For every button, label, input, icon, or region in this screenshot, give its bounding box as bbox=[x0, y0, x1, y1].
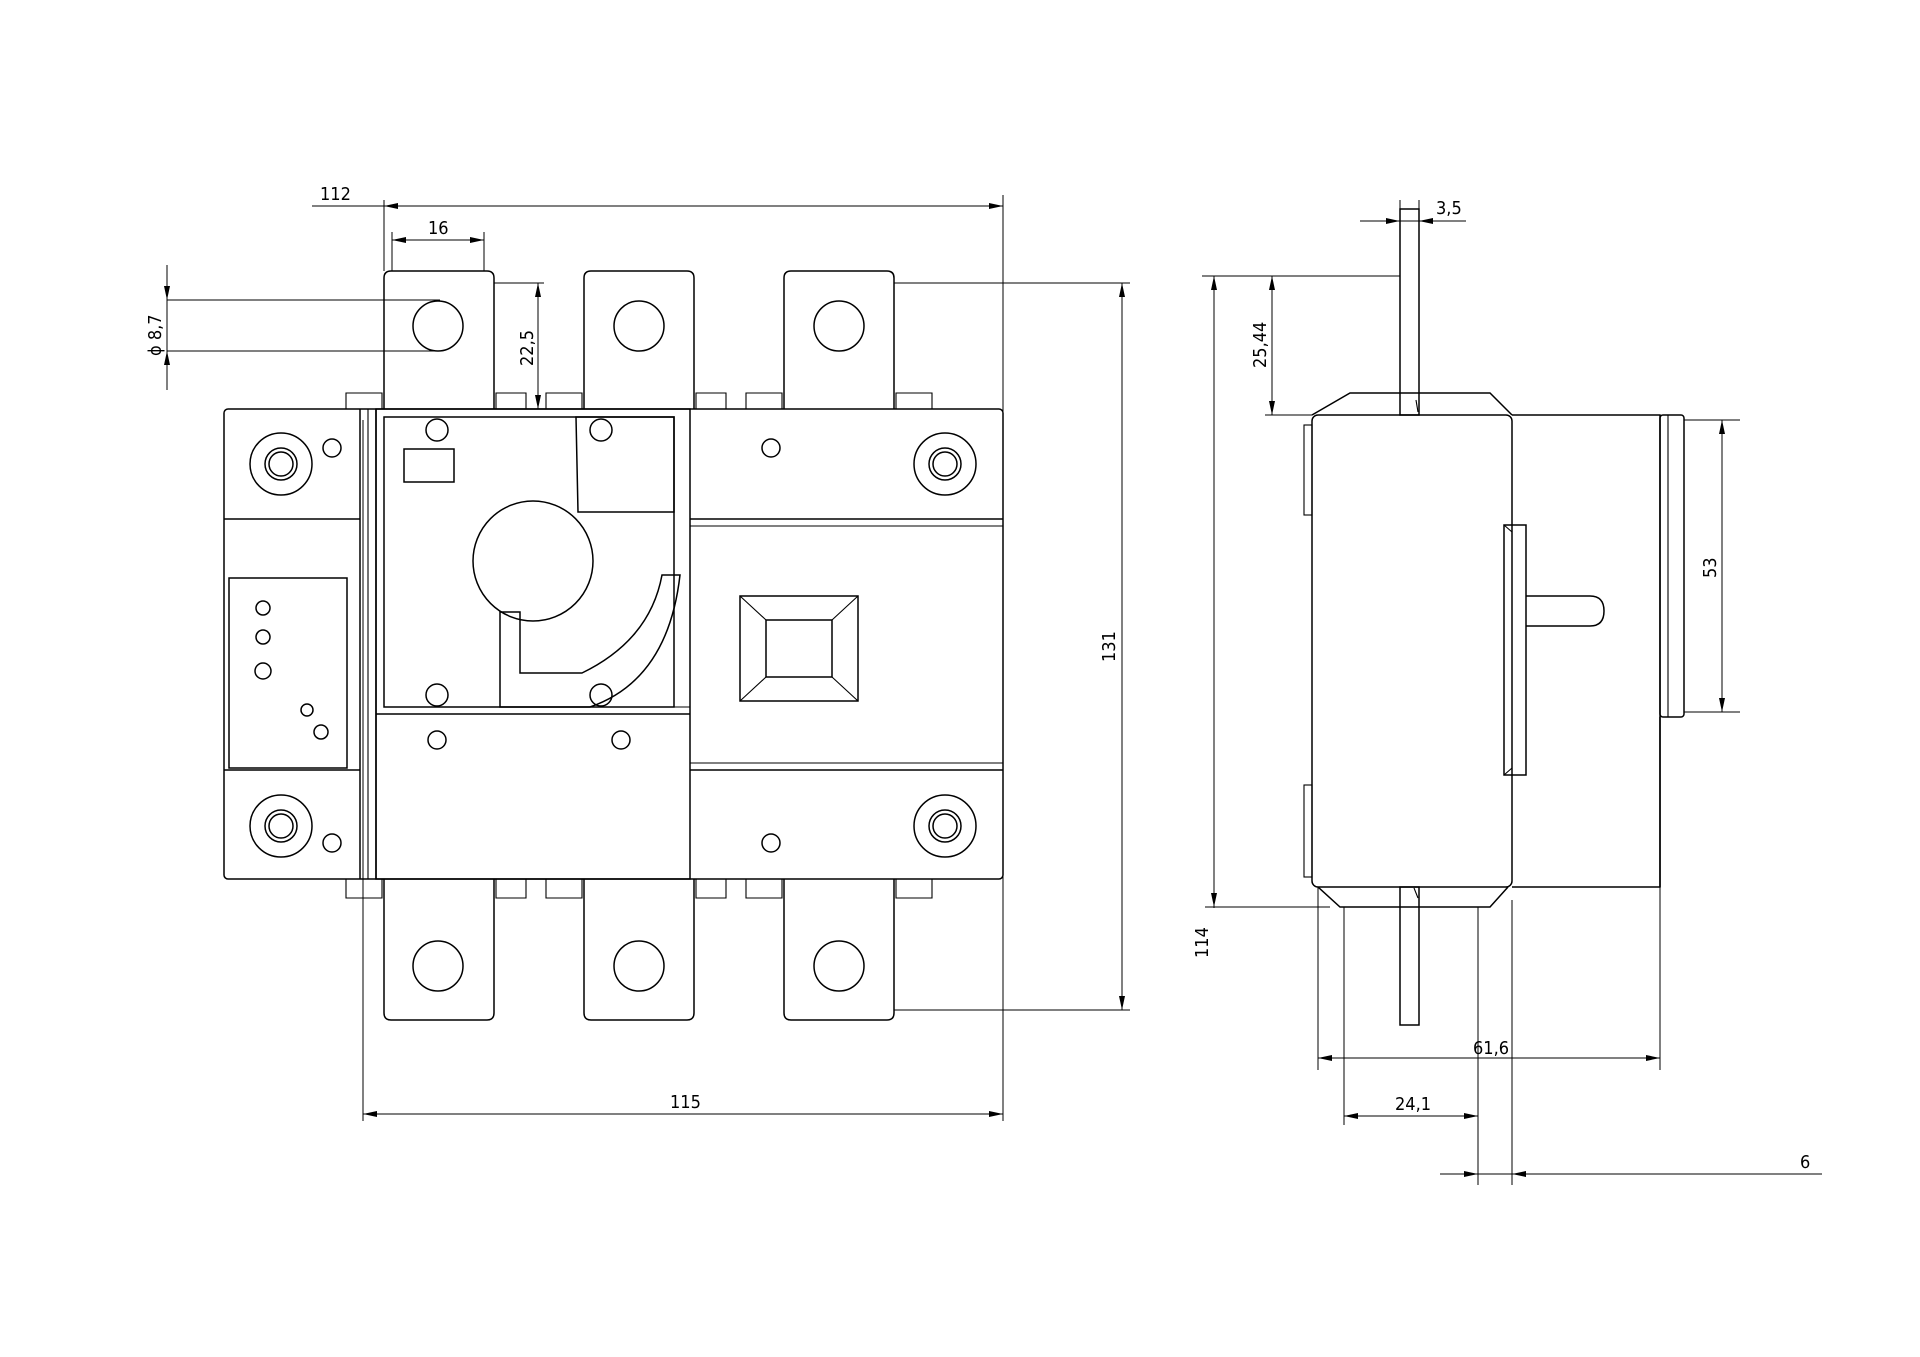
mounting-hole bbox=[913, 432, 977, 496]
handle-plate bbox=[383, 416, 675, 708]
bottom-terminals bbox=[345, 879, 933, 1021]
side-body bbox=[1311, 414, 1513, 888]
dim-114-label: 114 bbox=[1192, 927, 1213, 958]
lock-tag bbox=[403, 448, 455, 483]
dim-114: 114 bbox=[1192, 276, 1330, 958]
dim-3-5: 3,5 bbox=[1360, 198, 1466, 230]
dim-115-label: 115 bbox=[670, 1092, 701, 1113]
side-shaft-plate bbox=[1503, 524, 1527, 776]
dim-53-label: 53 bbox=[1700, 557, 1721, 578]
dim-24-1-label: 24,1 bbox=[1395, 1094, 1431, 1115]
dim-25-44-label: 25,44 bbox=[1250, 322, 1271, 368]
dim-131: 131 bbox=[894, 282, 1130, 1011]
front-view: 112 16 ϕ 8,7 22,5 bbox=[145, 184, 1130, 1121]
rotary-knob bbox=[472, 500, 594, 622]
side-terminal-bottom bbox=[1399, 886, 1420, 1026]
side-terminal-top bbox=[1399, 208, 1420, 416]
side-cover bbox=[1659, 414, 1685, 718]
dim-115: 115 bbox=[362, 420, 1003, 1121]
dim-61-6-label: 61,6 bbox=[1473, 1038, 1509, 1059]
dim-6: 6 bbox=[1440, 900, 1822, 1185]
dim-112-label: 112 bbox=[320, 184, 351, 205]
dim-22-5-label: 22,5 bbox=[517, 330, 538, 366]
dim-16: 16 bbox=[391, 218, 485, 271]
dim-22-5: 22,5 bbox=[494, 282, 544, 409]
dim-24-1: 24,1 bbox=[1343, 907, 1479, 1185]
front-body-outline bbox=[223, 408, 1004, 880]
dim-53: 53 bbox=[1684, 419, 1740, 713]
terminal-bottom-2 bbox=[583, 879, 695, 1021]
dim-25-44: 25,44 bbox=[1202, 275, 1400, 416]
mounting-hole bbox=[913, 794, 977, 858]
side-view: 3,5 25,44 114 53 bbox=[1192, 198, 1822, 1185]
terminal-top-3 bbox=[783, 270, 895, 409]
dim-hole-diameter: ϕ 8,7 bbox=[145, 265, 440, 390]
side-shaft bbox=[1526, 595, 1605, 627]
terminal-top-2 bbox=[583, 270, 695, 409]
dim-61-6: 61,6 bbox=[1317, 887, 1661, 1070]
mounting-hole bbox=[249, 432, 313, 496]
terminal-bottom-1 bbox=[383, 879, 495, 1021]
top-terminals bbox=[345, 270, 933, 409]
dim-131-label: 131 bbox=[1099, 631, 1120, 662]
dim-16-label: 16 bbox=[428, 218, 449, 239]
side-rear-part bbox=[1512, 414, 1661, 888]
terminal-top-1 bbox=[383, 270, 495, 409]
mounting-hole bbox=[249, 794, 313, 858]
dim-6-label: 6 bbox=[1800, 1152, 1810, 1173]
dim-3-5-label: 3,5 bbox=[1436, 198, 1462, 219]
dim-hole-diameter-label: ϕ 8,7 bbox=[145, 314, 166, 356]
dim-112: 112 bbox=[312, 184, 1004, 1121]
handle-module bbox=[375, 408, 691, 880]
aux-window bbox=[739, 595, 859, 702]
status-window bbox=[228, 577, 348, 769]
terminal-bottom-3 bbox=[783, 879, 895, 1021]
